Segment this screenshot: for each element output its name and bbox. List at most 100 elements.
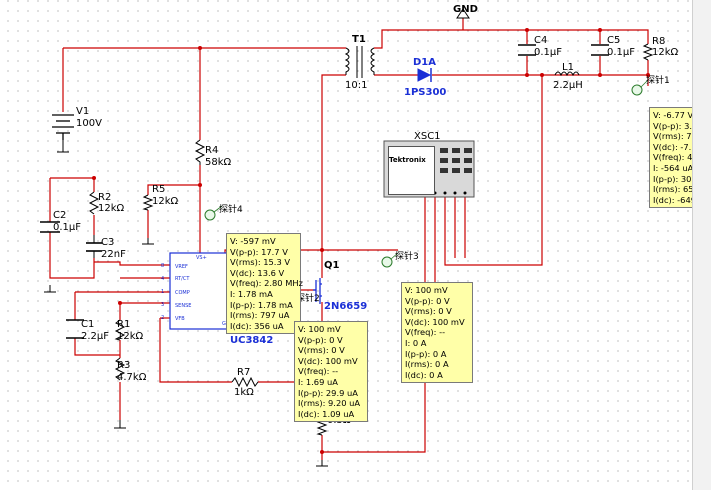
probe-value: V(freq): -- [298,366,339,377]
c1-value: 2.2µF [81,331,110,342]
probe-value: I(rms): 797 uA [230,310,290,321]
probe-value: V(freq): -- [405,327,446,338]
r1-label[interactable]: R1 [117,319,131,330]
probe-value: V(rms): 0 V [298,345,345,356]
probe-value: V(dc): 100 mV [405,316,465,327]
probe-value: I: -564 uA [653,162,694,173]
r2-value: 12kΩ [98,203,125,214]
c5-label[interactable]: C5 [607,35,621,46]
r3-label[interactable]: R3 [117,360,131,371]
probe-value: I(dc): 356 uA [230,320,284,331]
ic-pin-vfb: VFB [175,316,185,322]
d1-label[interactable]: D1A [413,57,436,68]
c3-value: 22nF [101,249,126,260]
probe-value: I(rms): 658 uA [653,184,711,195]
probe-value: I: 0 A [405,337,427,348]
probe-value: V(p-p): 0 V [298,334,343,345]
probe-value: I(p-p): 1.78 mA [230,299,293,310]
osc-button [464,168,472,173]
r1-value: 12kΩ [117,331,144,342]
oscilloscope-screen [388,146,435,195]
r2-label[interactable]: R2 [98,192,112,203]
probe3-readout[interactable]: V: 100 mV V(p-p): 0 V V(rms): 0 V V(dc):… [401,282,473,384]
c2-value: 0.1µF [53,222,82,233]
r4-label[interactable]: R4 [205,145,219,156]
probe-value: V(p-p): 0 V [405,295,450,306]
r8-value: 12kΩ [652,47,679,58]
c4-value: 0.1µF [534,47,563,58]
ic-pin-vref: VREF [175,264,188,270]
probe-value: I(p-p): 0 A [405,348,447,359]
ic-pin-number: 8 [161,263,165,269]
probe-value: V(p-p): 3.66 V [653,120,711,131]
ic-pin-number: 2 [161,315,165,321]
probe-value: V(rms): 0 V [405,306,452,317]
osc-button [464,158,472,163]
probe-value: I(dc): 0 A [405,369,443,380]
c2-label[interactable]: C2 [53,210,67,221]
uc3842-label[interactable]: UC3842 [230,335,274,346]
r8-label[interactable]: R8 [652,36,666,47]
vertical-scrollbar[interactable] [692,0,711,490]
probe-value: V: 100 mV [298,324,341,334]
probe-value: V(dc): 100 mV [298,355,358,366]
v1-value: 100V [76,118,102,129]
probe-value: I: 1.69 uA [298,376,338,387]
probe-value: V: 100 mV [405,285,448,295]
q1-part: 2N6659 [324,301,368,312]
r5-label[interactable]: R5 [152,184,166,195]
probe2-readout[interactable]: V: 100 mV V(p-p): 0 V V(rms): 0 V V(dc):… [294,321,368,423]
osc-button [452,158,460,163]
c5-value: 0.1µF [607,47,636,58]
probe4-readout[interactable]: V: -597 mV V(p-p): 17.7 V V(rms): 15.3 V… [226,233,303,335]
osc-button [464,148,472,153]
ic-pin-rtct: RT/CT [175,276,190,282]
ic-pin-vs: VS+ [196,255,207,261]
c4-label[interactable]: C4 [534,35,548,46]
gnd-label: GND [453,4,478,15]
q1-label[interactable]: Q1 [324,260,340,271]
d1-part: 1PS300 [404,87,447,98]
probe1-label[interactable]: 探针1 [646,76,670,86]
probe-value: V(freq): 486 kHz [653,152,711,163]
osc-button [452,168,460,173]
probe-value: I(rms): 9.20 uA [298,398,361,409]
probe-value: V(dc): -7.79 V [653,141,711,152]
c3-label[interactable]: C3 [101,237,115,248]
c1-label[interactable]: C1 [81,319,95,330]
probe-value: I: 1.78 mA [230,288,273,299]
r7-value: 1kΩ [234,387,254,398]
osc-button [452,148,460,153]
ic-pin-comp: COMP [175,290,190,296]
l1-value: 2.2µH [553,80,583,91]
r5-value: 12kΩ [152,196,179,207]
r3-value: 4.7kΩ [117,372,147,383]
probe2-label[interactable]: 探针2 [296,294,320,304]
v1-label[interactable]: V1 [76,106,90,117]
probe-value: V: -597 mV [230,236,276,246]
t1-label[interactable]: T1 [352,34,366,45]
ic-pin-number: 4 [161,276,165,282]
probe-value: I(dc): 1.09 uA [298,408,355,419]
probe-value: V(p-p): 17.7 V [230,246,288,257]
probe-value: I(p-p): 29.9 uA [298,387,358,398]
xsc1-label[interactable]: XSC1 [414,131,441,142]
probe4-label[interactable]: 探针4 [219,205,243,215]
r4-value: 58kΩ [205,157,232,168]
probe-value: V(freq): 2.80 MHz [230,278,303,289]
l1-label[interactable]: L1 [562,62,574,73]
probe-value: V(rms): 7.90 V [653,131,711,142]
oscilloscope-brand: Tektronix [389,156,426,164]
probe-value: V(rms): 15.3 V [230,257,291,268]
t1-ratio: 10:1 [345,80,368,91]
probe-value: I(rms): 0 A [405,359,449,370]
ic-pin-number: 1 [161,289,165,295]
probe-value: I(dc): -649 uA [653,194,710,205]
probe3-label[interactable]: 探针3 [395,252,419,262]
probe-value: I(p-p): 305 uA [653,173,711,184]
ic-pin-number: 3 [161,302,165,308]
r7-label[interactable]: R7 [237,367,251,378]
osc-button [440,148,448,153]
ic-pin-sense: SENSE [175,303,192,309]
